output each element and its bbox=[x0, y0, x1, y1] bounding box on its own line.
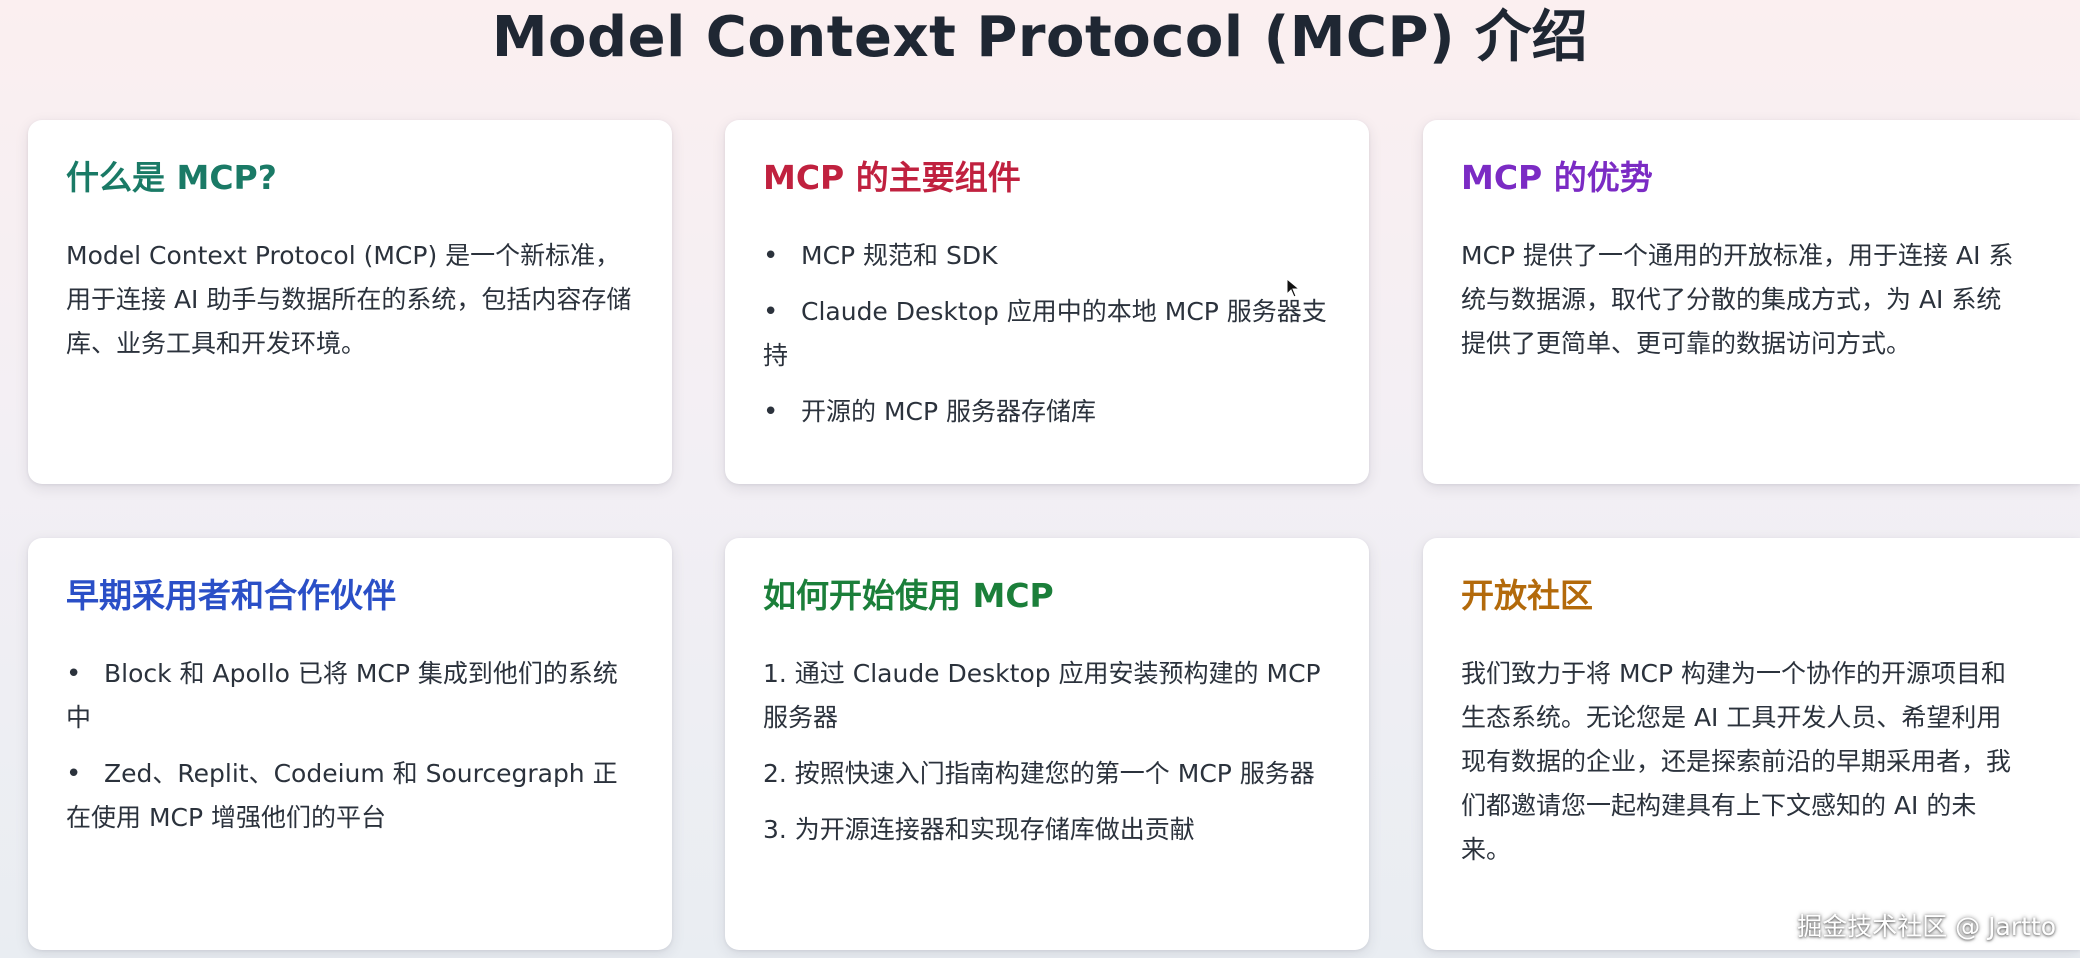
bullet-icon: • bbox=[763, 397, 779, 427]
list-item-text: Block 和 Apollo 已将 MCP 集成到他们的系统中 bbox=[66, 659, 618, 732]
list-item: 2. 按照快速入门指南构建您的第一个 MCP 服务器 bbox=[763, 759, 1315, 788]
card-early-adopters: 早期采用者和合作伙伴 •Block 和 Apollo 已将 MCP 集成到他们的… bbox=[28, 538, 672, 950]
list-item-text: MCP 规范和 SDK bbox=[801, 241, 998, 270]
card-title: 什么是 MCP? bbox=[66, 158, 277, 197]
list-item: •Zed、Replit、Codeium 和 Sourcegraph 正在使用 M… bbox=[66, 752, 634, 840]
steps-list: 1. 通过 Claude Desktop 应用安装预构建的 MCP 服务器 2.… bbox=[763, 652, 1331, 852]
watermark: 掘金技术社区 @ Jartto bbox=[1797, 912, 2056, 941]
card-title: MCP 的优势 bbox=[1461, 158, 1653, 197]
list-item: • 开源的 MCP 服务器存储库 bbox=[763, 390, 1331, 434]
card-description: MCP 提供了一个通用的开放标准，用于连接 AI 系统与数据源，取代了分散的集成… bbox=[1461, 241, 2014, 358]
list-item: • MCP 规范和 SDK bbox=[763, 234, 1331, 278]
list-item: •Block 和 Apollo 已将 MCP 集成到他们的系统中 bbox=[66, 652, 634, 740]
card-description: Model Context Protocol (MCP) 是一个新标准，用于连接… bbox=[66, 241, 632, 358]
page-title: Model Context Protocol (MCP) 介绍 bbox=[491, 5, 1589, 70]
bullet-icon: • bbox=[66, 759, 82, 789]
list-item: •Claude Desktop 应用中的本地 MCP 服务器支持 bbox=[763, 290, 1331, 378]
card-title: 开放社区 bbox=[1461, 576, 1593, 615]
card-title: 早期采用者和合作伙伴 bbox=[66, 576, 396, 615]
bullet-icon: • bbox=[763, 241, 779, 271]
list-item-text: 开源的 MCP 服务器存储库 bbox=[801, 397, 1096, 426]
card-what-is-mcp: 什么是 MCP? Model Context Protocol (MCP) 是一… bbox=[28, 120, 672, 484]
card-title: 如何开始使用 MCP bbox=[763, 576, 1054, 615]
card-description: 我们致力于将 MCP 构建为一个协作的开源项目和生态系统。无论您是 AI 工具开… bbox=[1461, 659, 2012, 864]
card-advantages: MCP 的优势 MCP 提供了一个通用的开放标准，用于连接 AI 系统与数据源，… bbox=[1423, 120, 2080, 484]
card-main-components: MCP 的主要组件 •MCP 规范和 SDK •Claude Desktop 应… bbox=[725, 120, 1369, 484]
components-list: •MCP 规范和 SDK •Claude Desktop 应用中的本地 MCP … bbox=[763, 234, 1331, 434]
list-item: 3. 为开源连接器和实现存储库做出贡献 bbox=[763, 815, 1195, 844]
card-title: MCP 的主要组件 bbox=[763, 158, 1021, 197]
bullet-icon: • bbox=[763, 297, 779, 327]
adopters-list: •Block 和 Apollo 已将 MCP 集成到他们的系统中 •Zed、Re… bbox=[66, 652, 634, 840]
bullet-icon: • bbox=[66, 659, 82, 689]
mouse-cursor-icon bbox=[1286, 278, 1300, 298]
list-item-text: Claude Desktop 应用中的本地 MCP 服务器支持 bbox=[763, 297, 1327, 370]
card-getting-started: 如何开始使用 MCP 1. 通过 Claude Desktop 应用安装预构建的… bbox=[725, 538, 1369, 950]
list-item: 1. 通过 Claude Desktop 应用安装预构建的 MCP 服务器 bbox=[763, 659, 1321, 732]
card-open-community: 开放社区 我们致力于将 MCP 构建为一个协作的开源项目和生态系统。无论您是 A… bbox=[1423, 538, 2080, 950]
list-item-text: Zed、Replit、Codeium 和 Sourcegraph 正在使用 MC… bbox=[66, 759, 618, 832]
